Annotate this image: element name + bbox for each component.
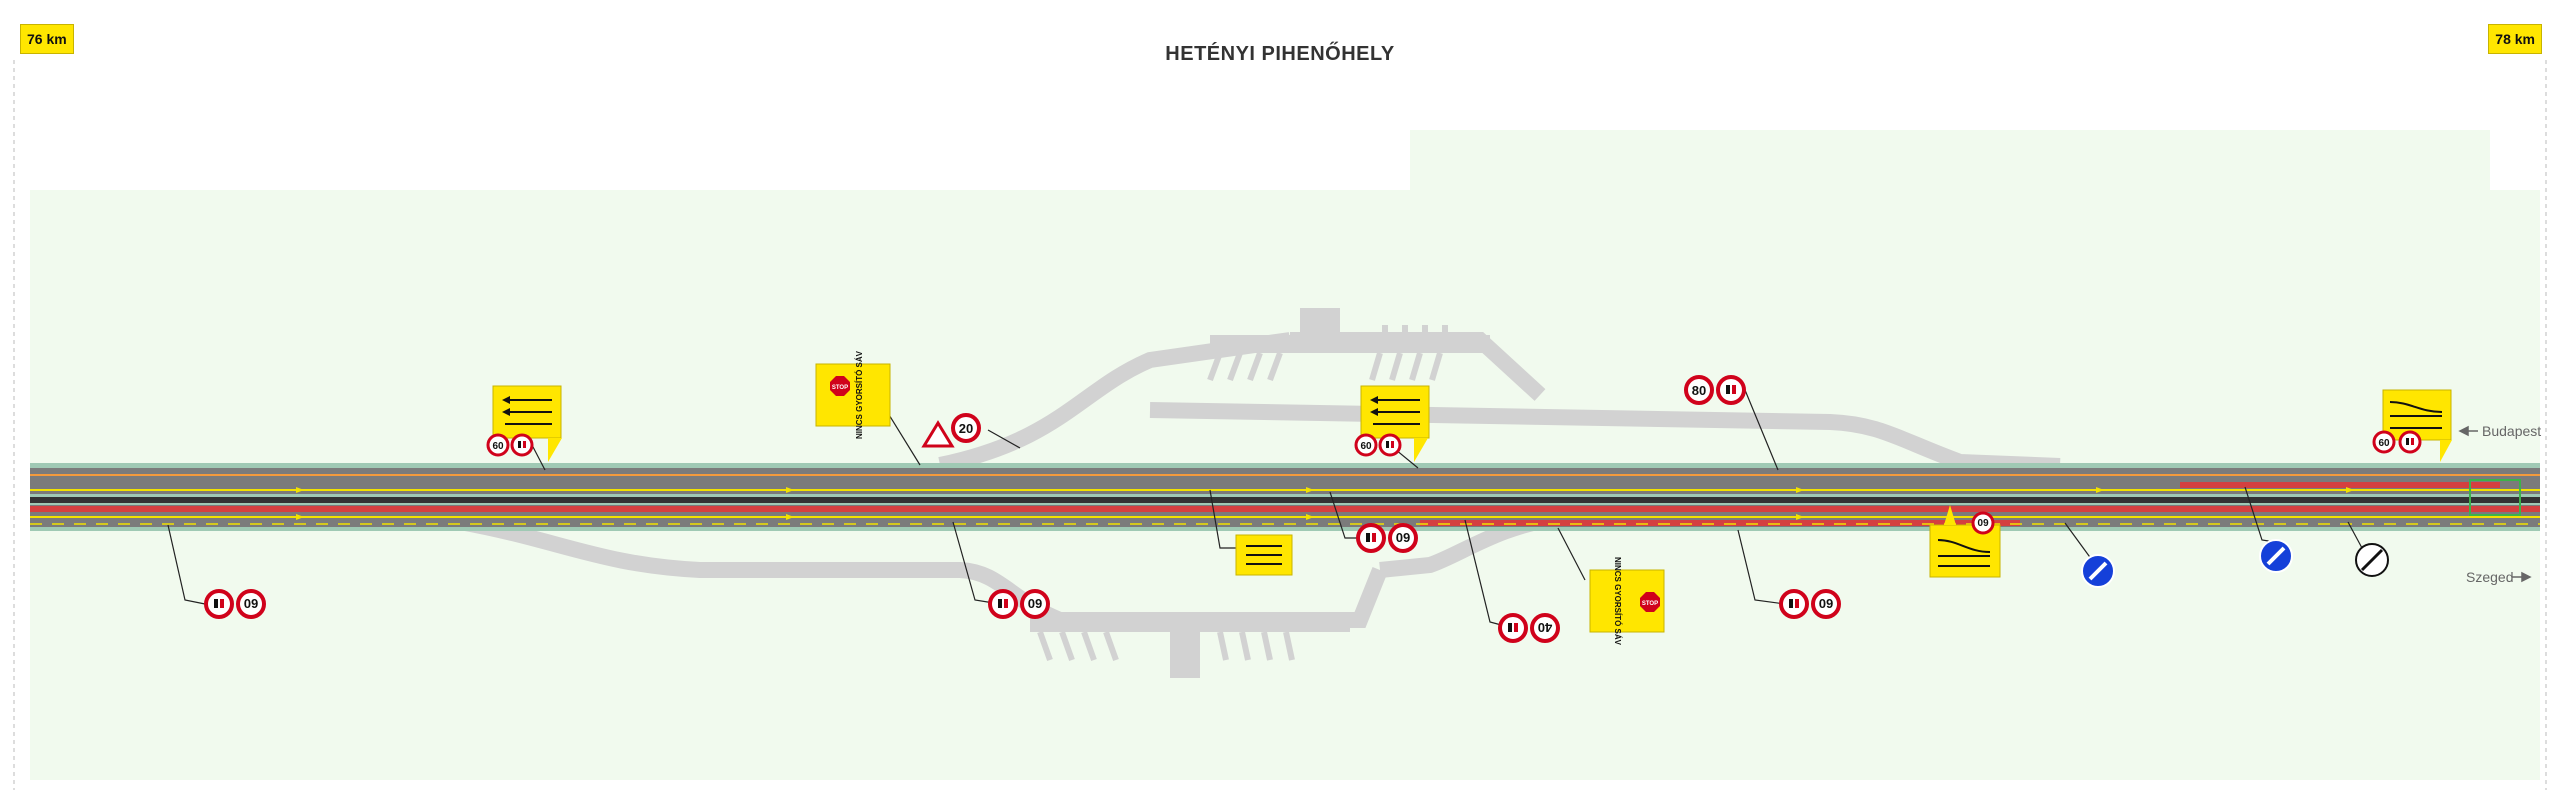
grass-area-upper xyxy=(1410,130,2490,450)
stop-text-upper: STOP xyxy=(832,385,848,391)
direction-label-szeged: Szeged xyxy=(2466,569,2514,585)
motorway xyxy=(30,463,2540,531)
no-overtaking-sign-f xyxy=(988,589,1018,619)
km-marker-right: 78 km xyxy=(2488,24,2542,54)
svg-text:60: 60 xyxy=(1360,441,1372,452)
svg-text:60: 60 xyxy=(492,441,504,452)
no-accel-lane-lower: NINCS GYORSÍTÓ SÁV xyxy=(1613,557,1622,646)
no-accel-lane-upper: NINCS GYORSÍTÓ SÁV xyxy=(855,350,864,439)
direction-arrows xyxy=(2458,425,2532,583)
speed-limit-60-sign-a: 60 xyxy=(486,433,510,457)
lane-info-panel-1 xyxy=(492,385,562,462)
speed-limit-80-sign: 80 xyxy=(1684,375,1714,405)
merge-info-panel-right xyxy=(2382,389,2452,462)
speed-limit-60-sign-f: 60 xyxy=(1388,523,1418,553)
stop-panel-upper: STOP NINCS GYORSÍTÓ SÁV xyxy=(815,350,891,439)
page-title: HETÉNYI PIHENŐHELY xyxy=(1165,43,1395,65)
lane-arrows xyxy=(296,487,2354,520)
no-overtaking-sign-c xyxy=(1716,375,1746,405)
no-overtaking-sign-b xyxy=(1378,433,1402,457)
speed-limit-60-sign-c: 60 xyxy=(2372,430,2396,454)
speed-limit-60-sign-e: 60 xyxy=(1020,589,1050,619)
svg-text:80: 80 xyxy=(1692,383,1706,398)
direction-label-budapest: Budapest xyxy=(2482,423,2542,439)
lane-info-panel-lower xyxy=(1235,534,1293,576)
keep-right-sign-2 xyxy=(2259,539,2293,573)
upper-parking xyxy=(1210,308,1490,353)
no-overtaking-sign-i xyxy=(1779,589,1809,619)
leader-lines xyxy=(167,389,2363,627)
stop-panel-lower: STOP NINCS GYORSÍTÓ SÁV xyxy=(1589,557,1665,646)
no-overtaking-sign-h xyxy=(1498,613,1528,643)
svg-text:40: 40 xyxy=(1538,620,1552,635)
merge-info-panel-lower xyxy=(1929,505,2001,578)
keep-right-sign-1 xyxy=(2081,554,2115,588)
no-overtaking-sign-g xyxy=(1356,523,1386,553)
end-marker-box xyxy=(2469,479,2521,516)
lane-info-panel-2 xyxy=(1360,385,1430,462)
svg-text:60: 60 xyxy=(1396,530,1410,545)
speed-limit-60-sign-b: 60 xyxy=(1354,433,1378,457)
speed-limit-60-sign-g: 60 xyxy=(1811,589,1841,619)
km-marker-left: 76 km xyxy=(20,24,74,54)
upper-parking-stalls xyxy=(1207,325,1448,382)
svg-text:20: 20 xyxy=(959,421,973,436)
svg-text:60: 60 xyxy=(2378,438,2390,449)
lower-parking xyxy=(1030,612,1350,678)
svg-text:60: 60 xyxy=(1819,596,1833,611)
no-overtaking-sign-a xyxy=(510,433,534,457)
speed-limit-40-sign: 40 xyxy=(1530,613,1560,643)
svg-text:60: 60 xyxy=(1977,516,1989,527)
speed-limit-60-sign-d: 60 xyxy=(236,589,266,619)
stop-sign-icon-lower xyxy=(1640,592,1660,612)
no-overtaking-sign-d xyxy=(2398,430,2422,454)
speed-limit-60-sign-h: 60 xyxy=(1971,511,1995,535)
svg-text:60: 60 xyxy=(244,596,258,611)
yield-sign-icon xyxy=(921,420,955,448)
svg-text:60: 60 xyxy=(1028,596,1042,611)
no-overtaking-sign-e xyxy=(204,589,234,619)
stop-sign-icon xyxy=(830,376,850,396)
end-of-restrictions-sign xyxy=(2355,543,2389,577)
speed-limit-20-sign: 20 xyxy=(951,413,981,443)
lower-parking-stalls xyxy=(1037,630,1295,662)
stop-text-lower: STOP xyxy=(1642,601,1658,607)
